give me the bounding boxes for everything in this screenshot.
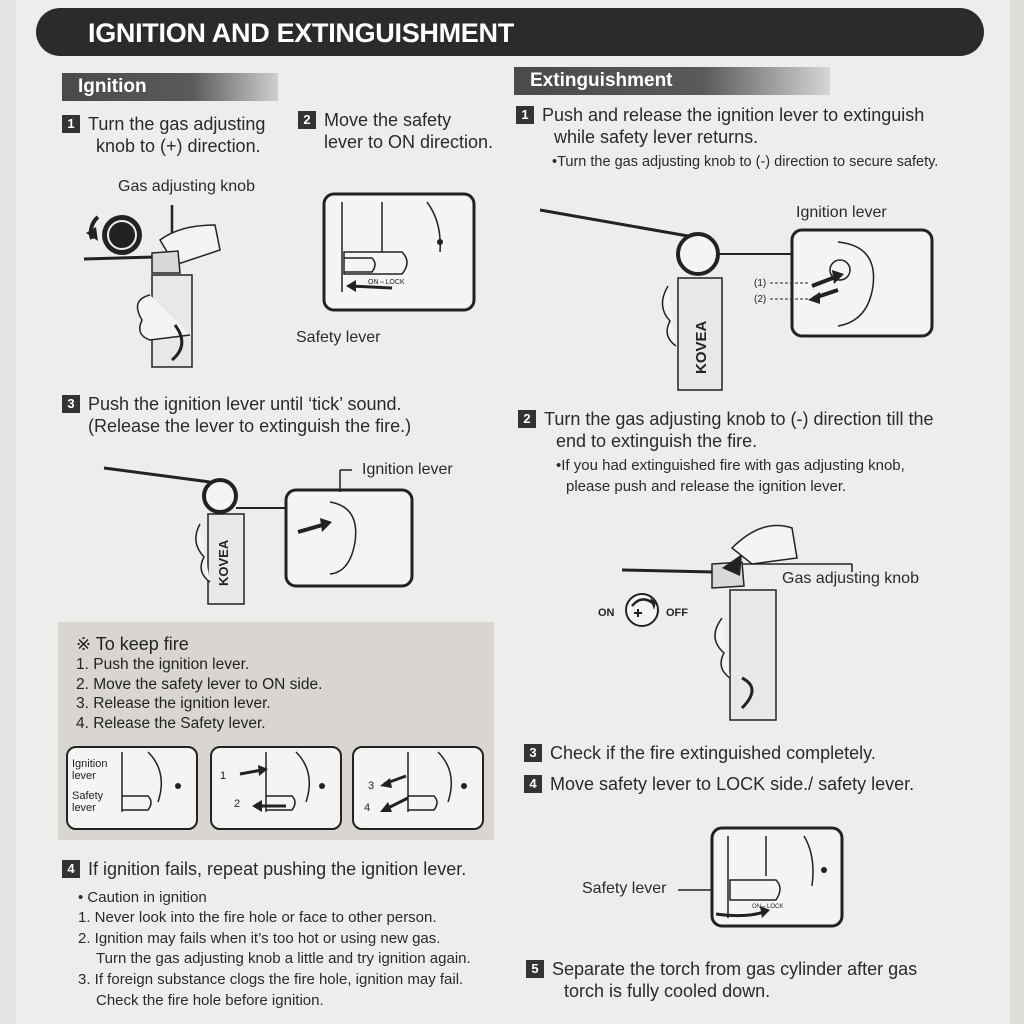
switch-label: ON⇔LOCK [752, 904, 783, 910]
step-text: (Release the lever to extinguish the fir… [88, 416, 412, 436]
mini-number: 2 [234, 798, 241, 810]
mini-torch-3 [380, 751, 467, 812]
mini-safety-label: Safety lever [72, 790, 104, 814]
ext-safety-lever-label: Safety lever [582, 880, 667, 897]
step-text: end to extinguish the fire. [556, 431, 758, 451]
step-number: 5 [526, 960, 544, 978]
extinguish-step-1: 1 Push and release the ignition lever to … [516, 104, 996, 148]
keep-fire-item: 4. Release the Safety lever. [76, 715, 266, 732]
step-text: Move the safety [324, 110, 452, 130]
step-text: Turn the gas adjusting knob to (-) direc… [544, 409, 934, 429]
step-number: 1 [62, 115, 80, 133]
keep-fire-diagram-2: 1 2 [210, 746, 342, 830]
keep-fire-diagram-3: 3 4 [352, 746, 484, 830]
ext-ignition-lever-label: Ignition lever [796, 204, 887, 221]
keep-fire-item: 1. Push the ignition lever. [76, 656, 250, 673]
off-label: OFF [666, 607, 688, 619]
manual-page [16, 0, 1010, 1024]
ignition-step-1: 1 Turn the gas adjusting knob to (+) dire… [62, 113, 292, 157]
page-edge [1010, 0, 1024, 1024]
step-text: Turn the gas adjusting [88, 114, 266, 134]
keep-fire-title: ※ To keep fire [76, 634, 189, 654]
extinguish-step-2-note: •If you had extinguished fire with gas a… [556, 457, 905, 474]
extinguish-step-2: 2 Turn the gas adjusting knob to (-) dire… [518, 408, 998, 452]
step-text: Push the ignition lever until ‘tick’ sou… [88, 394, 402, 414]
caution-item: 2. Ignition may fails when it’s too hot … [78, 930, 441, 947]
step-text: knob to (+) direction. [96, 136, 261, 156]
mini-number: 4 [364, 802, 371, 814]
step-text: Push and release the ignition lever to e… [542, 105, 925, 125]
mini-torch-2 [239, 751, 325, 812]
caution-title: • Caution in ignition [78, 889, 207, 906]
ignition-step-4: 4 If ignition fails, repeat pushing the i… [62, 858, 512, 880]
caution-item: 3. If foreign substance clogs the fire h… [78, 971, 464, 988]
ignition-step-2: 2 Move the safety lever to ON direction. [298, 109, 508, 153]
step-number: 1 [516, 106, 534, 124]
caution-item: 1. Never look into the fire hole or face… [78, 909, 437, 926]
keep-fire-diagram-1: Ignition lever Safety lever [66, 746, 198, 830]
gas-knob-label: Gas adjusting knob [118, 178, 255, 195]
marker-2: (2) [754, 294, 766, 305]
mini-number: 1 [220, 770, 227, 782]
title-bar: IGNITION AND EXTINGUISHMENT [36, 8, 984, 56]
step-number: 3 [62, 395, 80, 413]
step-text: torch is fully cooled down. [564, 981, 771, 1001]
extinguish-step-4: 4 Move safety lever to LOCK side./ safety… [524, 773, 994, 795]
step-number: 2 [298, 111, 316, 129]
switch-label: ON⇔LOCK [368, 279, 405, 286]
keep-fire-item: 3. Release the ignition lever. [76, 695, 271, 712]
brand-mark: KOVEA [693, 320, 710, 374]
marker-1: (1) [754, 278, 766, 289]
extinguish-step-3: 3 Check if the fire extinguished complete… [524, 742, 994, 764]
ext-gas-knob-label: Gas adjusting knob [782, 570, 919, 587]
safety-lever-illustration: ON⇔LOCK [322, 192, 476, 312]
torch-knob-off-illustration: ON OFF [598, 524, 853, 721]
step-number: 4 [524, 775, 542, 793]
extinguish-step-5: 5 Separate the torch from gas cylinder af… [526, 958, 996, 1002]
page-title: IGNITION AND EXTINGUISHMENT [88, 18, 514, 48]
safety-lever-label: Safety lever [296, 329, 381, 346]
step-text: Move safety lever to LOCK side./ safety … [550, 774, 915, 794]
lock-safety-illustration: ON⇔LOCK [678, 826, 844, 928]
step-text: Separate the torch from gas cylinder aft… [552, 959, 918, 979]
extinguishment-heading: Extinguishment [514, 67, 830, 95]
step-text: lever to ON direction. [324, 132, 494, 152]
ignition-step-3: 3 Push the ignition lever until ‘tick’ so… [62, 393, 492, 437]
torch-ignition-illustration: KOVEA [103, 466, 414, 605]
brand-mark: KOVEA [216, 539, 231, 586]
step-text: while safety lever returns. [554, 127, 759, 147]
ignition-heading: Ignition [62, 73, 278, 101]
mini-ignition-label: Ignition lever [72, 758, 108, 782]
ignition-lever-label: Ignition lever [362, 461, 453, 478]
mini-torch-1 [121, 751, 181, 812]
step-number: 3 [524, 744, 542, 762]
extinguish-step-2-note: please push and release the ignition lev… [566, 478, 847, 495]
on-label: ON [598, 607, 615, 619]
step-number: 2 [518, 410, 536, 428]
caution-item: Turn the gas adjusting knob a little and… [96, 950, 471, 967]
step-number: 4 [62, 860, 80, 878]
extinguish-step-1-note: •Turn the gas adjusting knob to (-) dire… [552, 154, 939, 170]
step-text: If ignition fails, repeat pushing the ig… [88, 859, 467, 879]
step-text: Check if the fire extinguished completel… [550, 743, 876, 763]
caution-item: Check the fire hole before ignition. [96, 992, 324, 1009]
keep-fire-item: 2. Move the safety lever to ON side. [76, 676, 323, 693]
torch-knob-illustration [83, 205, 221, 368]
mini-number: 3 [368, 780, 375, 792]
torch-extinguish-illustration: KOVEA (1) (2) [539, 208, 934, 391]
